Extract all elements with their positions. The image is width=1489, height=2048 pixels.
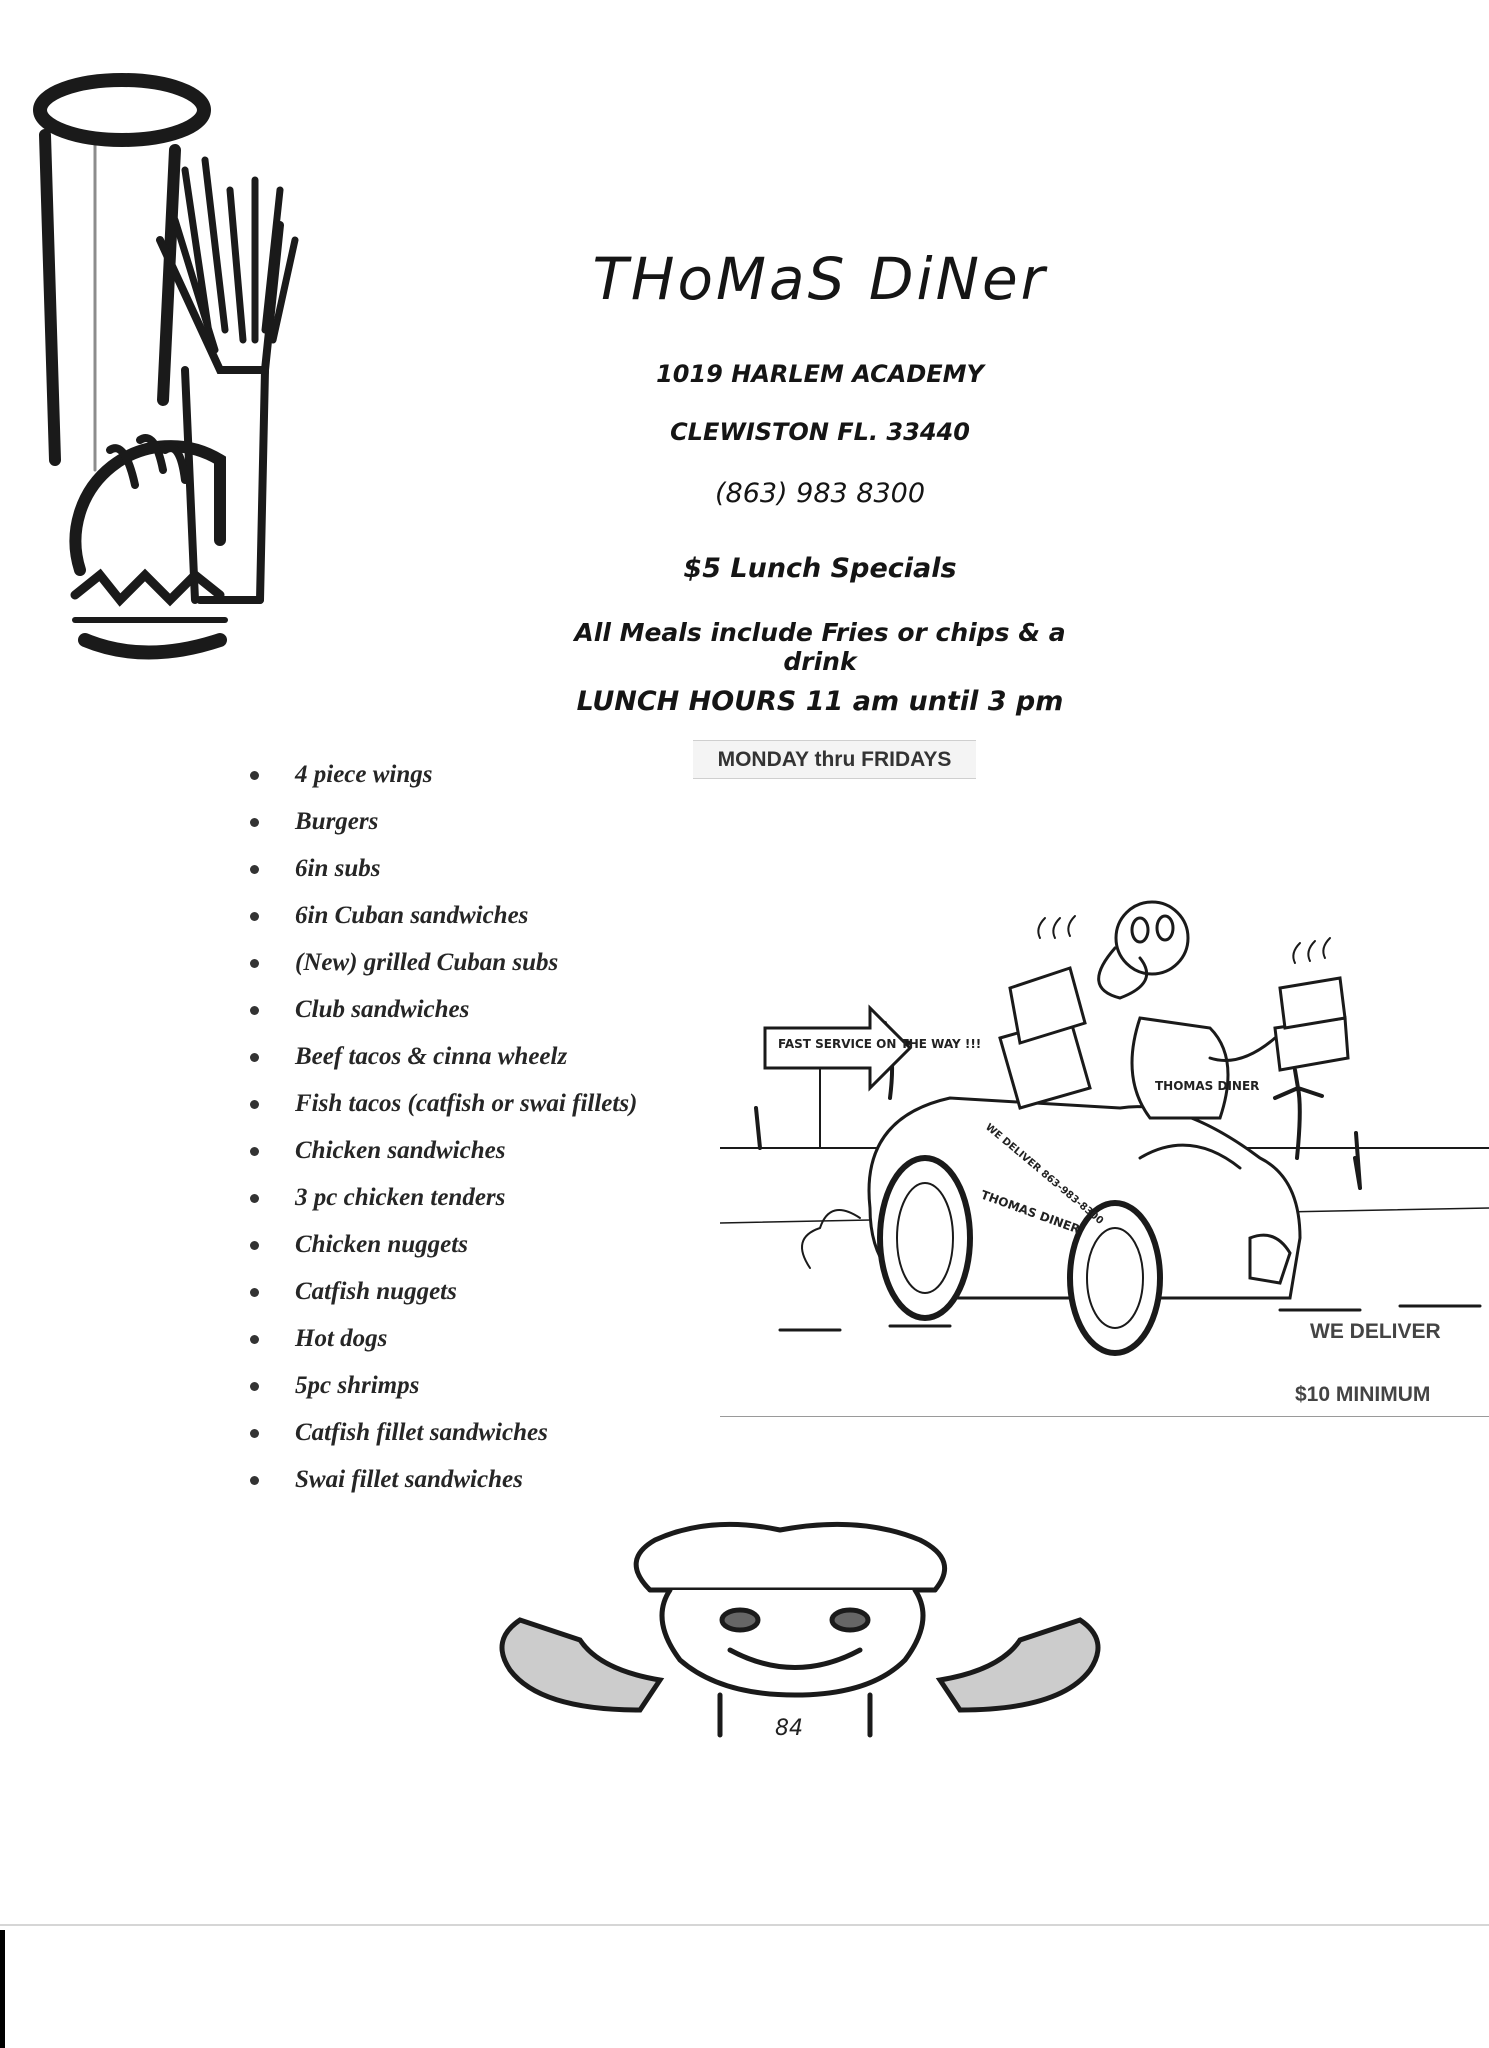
list-item: Club sandwiches (240, 990, 720, 1037)
list-item: 6in Cuban sandwiches (240, 896, 720, 943)
bullet-icon (250, 1053, 259, 1062)
list-item: (New) grilled Cuban subs (240, 943, 720, 990)
menu-item-label: Catfish nuggets (295, 1278, 457, 1305)
menu-item-label: 5pc shrimps (295, 1372, 420, 1399)
bullet-icon (250, 1194, 259, 1203)
bullet-icon (250, 771, 259, 780)
meals-note: All Meals include Fries or chips & a dri… (574, 618, 1066, 676)
address-line-1: 1019 HARLEM ACADEMY (656, 360, 984, 388)
delivery-cartoon-panel: FAST SERVICE ON THE WAY !!! THOMAS DINER… (720, 858, 1489, 1417)
menu-item-label: Fish tacos (catfish or swai fillets) (295, 1090, 638, 1117)
delivery-car-cartoon: FAST SERVICE ON THE WAY !!! THOMAS DINER… (720, 900, 1489, 1356)
menu-list: 4 piece wings Burgers 6in subs 6in Cuban… (240, 755, 720, 1507)
menu-item-label: Chicken sandwiches (295, 1137, 506, 1164)
days-label: MONDAY thru FRIDAYS (693, 740, 976, 779)
list-item: Chicken nuggets (240, 1225, 720, 1272)
list-item: Swai fillet sandwiches (240, 1460, 720, 1507)
bullet-icon (250, 1476, 259, 1485)
bullet-icon (250, 912, 259, 921)
lunch-hours: LUNCH HOURS 11 am until 3 pm (576, 686, 1064, 717)
menu-item-label: Swai fillet sandwiches (295, 1466, 523, 1493)
list-item: Catfish nuggets (240, 1272, 720, 1319)
menu-item-label: Chicken nuggets (295, 1231, 468, 1258)
delivery-minimum-label: $10 MINIMUM (1295, 1383, 1431, 1406)
list-item: Fish tacos (catfish or swai fillets) (240, 1084, 720, 1131)
list-item: 3 pc chicken tenders (240, 1178, 720, 1225)
bullet-icon (250, 1382, 259, 1391)
list-item: Catfish fillet sandwiches (240, 1413, 720, 1460)
menu-item-label: Catfish fillet sandwiches (295, 1419, 548, 1446)
menu-item-label: Beef tacos & cinna wheelz (295, 1043, 568, 1070)
bullet-icon (250, 865, 259, 874)
chef-initials: 84 (775, 1716, 803, 1740)
menu-item-label: Club sandwiches (295, 996, 470, 1023)
list-item: Hot dogs (240, 1319, 720, 1366)
scan-edge-mark (0, 1930, 5, 2048)
sign-text: FAST SERVICE ON THE WAY !!! (778, 1037, 981, 1051)
menu-item-label: Hot dogs (295, 1325, 388, 1352)
list-item: Burgers (240, 802, 720, 849)
menu-item-label: 3 pc chicken tenders (295, 1184, 506, 1211)
menu-item-label: 4 piece wings (295, 761, 433, 788)
bullet-icon (250, 1429, 259, 1438)
bullet-icon (250, 1335, 259, 1344)
phone-number: (863) 983 8300 (714, 478, 925, 509)
bullet-icon (250, 959, 259, 968)
menu-item-label: 6in subs (295, 855, 381, 882)
menu-item-label: Burgers (295, 808, 379, 835)
drink-burger-fries-illustration (33, 73, 299, 660)
list-item: Chicken sandwiches (240, 1131, 720, 1178)
we-deliver-label: WE DELIVER (1310, 1320, 1441, 1343)
list-item: 5pc shrimps (240, 1366, 720, 1413)
list-item: 6in subs (240, 849, 720, 896)
address-line-2: CLEWISTON FL. 33440 (670, 418, 970, 446)
bullet-icon (250, 1006, 259, 1015)
list-item: Beef tacos & cinna wheelz (240, 1037, 720, 1084)
shirt-text: THOMAS DINER (1155, 1079, 1259, 1093)
menu-item-label: 6in Cuban sandwiches (295, 902, 529, 929)
menu-item-label: (New) grilled Cuban subs (295, 949, 559, 976)
bullet-icon (250, 1288, 259, 1297)
restaurant-title: THoMaS DiNer (592, 245, 1048, 313)
chef-thumbs-up-illustration: 84 (499, 1521, 1101, 1740)
bullet-icon (250, 1241, 259, 1250)
bullet-icon (250, 1100, 259, 1109)
list-item: 4 piece wings (240, 755, 720, 802)
lunch-special: $5 Lunch Specials (683, 553, 957, 584)
bullet-icon (250, 1147, 259, 1156)
bullet-icon (250, 818, 259, 827)
page-divider (0, 1924, 1489, 1926)
